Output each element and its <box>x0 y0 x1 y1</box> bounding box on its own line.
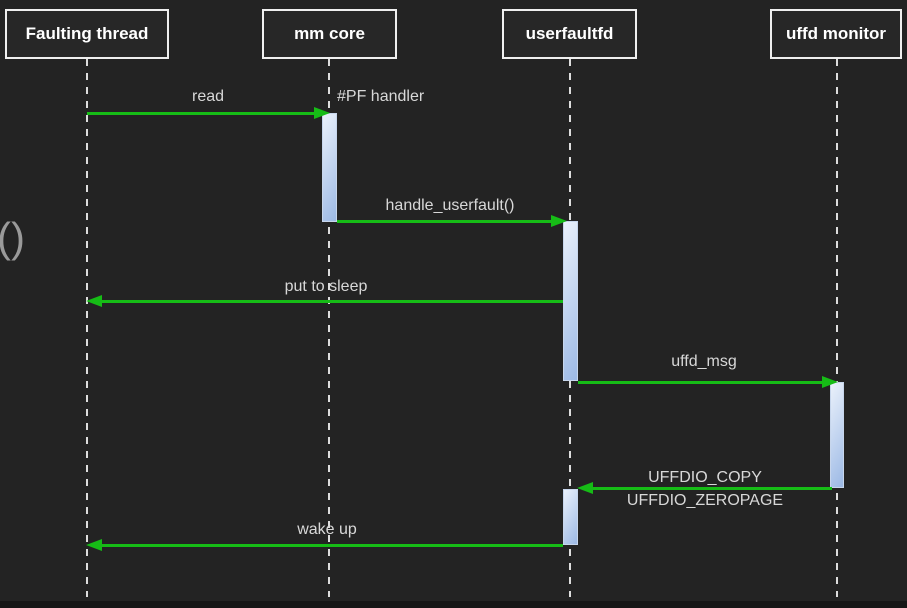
arrowhead-left-icon <box>86 295 102 307</box>
arrowhead-right-icon <box>822 376 838 388</box>
message-line-read <box>87 112 316 115</box>
message-label-read: read <box>191 88 225 105</box>
lifeline-uffd-monitor <box>836 59 838 597</box>
arrowhead-left-icon <box>86 539 102 551</box>
message-line-put-to-sleep <box>102 300 563 303</box>
message-label-uffdio-copy: UFFDIO_COPY UFFDIO_ZEROPAGE <box>627 466 783 512</box>
participant-box-uffd-monitor: uffd monitor <box>770 9 902 59</box>
annotation-pf-handler: #PF handler <box>337 88 425 105</box>
message-label-line-2: UFFDIO_ZEROPAGE <box>626 492 784 509</box>
activation-bar-userfaultfd-1 <box>563 221 578 381</box>
message-label-handle-userfault: handle_userfault() <box>385 197 515 214</box>
participant-box-mm-core: mm core <box>262 9 397 59</box>
activation-bar-mm-core <box>322 113 337 222</box>
lifeline-faulting-thread <box>86 59 88 597</box>
arrowhead-left-icon <box>577 482 593 494</box>
message-line-uffdio-copy <box>593 487 832 490</box>
message-label-put-to-sleep: put to sleep <box>284 278 368 295</box>
clipped-text-artifact: () <box>0 214 25 261</box>
message-label-uffd-msg: uffd_msg <box>671 353 737 370</box>
message-line-handle-userfault <box>337 220 553 223</box>
arrowhead-right-icon <box>551 215 567 227</box>
participant-box-userfaultfd: userfaultfd <box>502 9 637 59</box>
participant-box-faulting-thread: Faulting thread <box>5 9 169 59</box>
activation-bar-userfaultfd-2 <box>563 489 578 545</box>
message-line-uffd-msg <box>578 381 824 384</box>
activation-bar-uffd-monitor <box>830 382 844 488</box>
arrowhead-right-icon <box>314 107 330 119</box>
message-label-line-1: UFFDIO_COPY <box>648 469 762 486</box>
bottom-edge-strip <box>0 601 907 608</box>
lifeline-mm-core <box>328 59 330 597</box>
message-line-wake-up <box>102 544 563 547</box>
message-label-wake-up: wake up <box>297 521 357 538</box>
